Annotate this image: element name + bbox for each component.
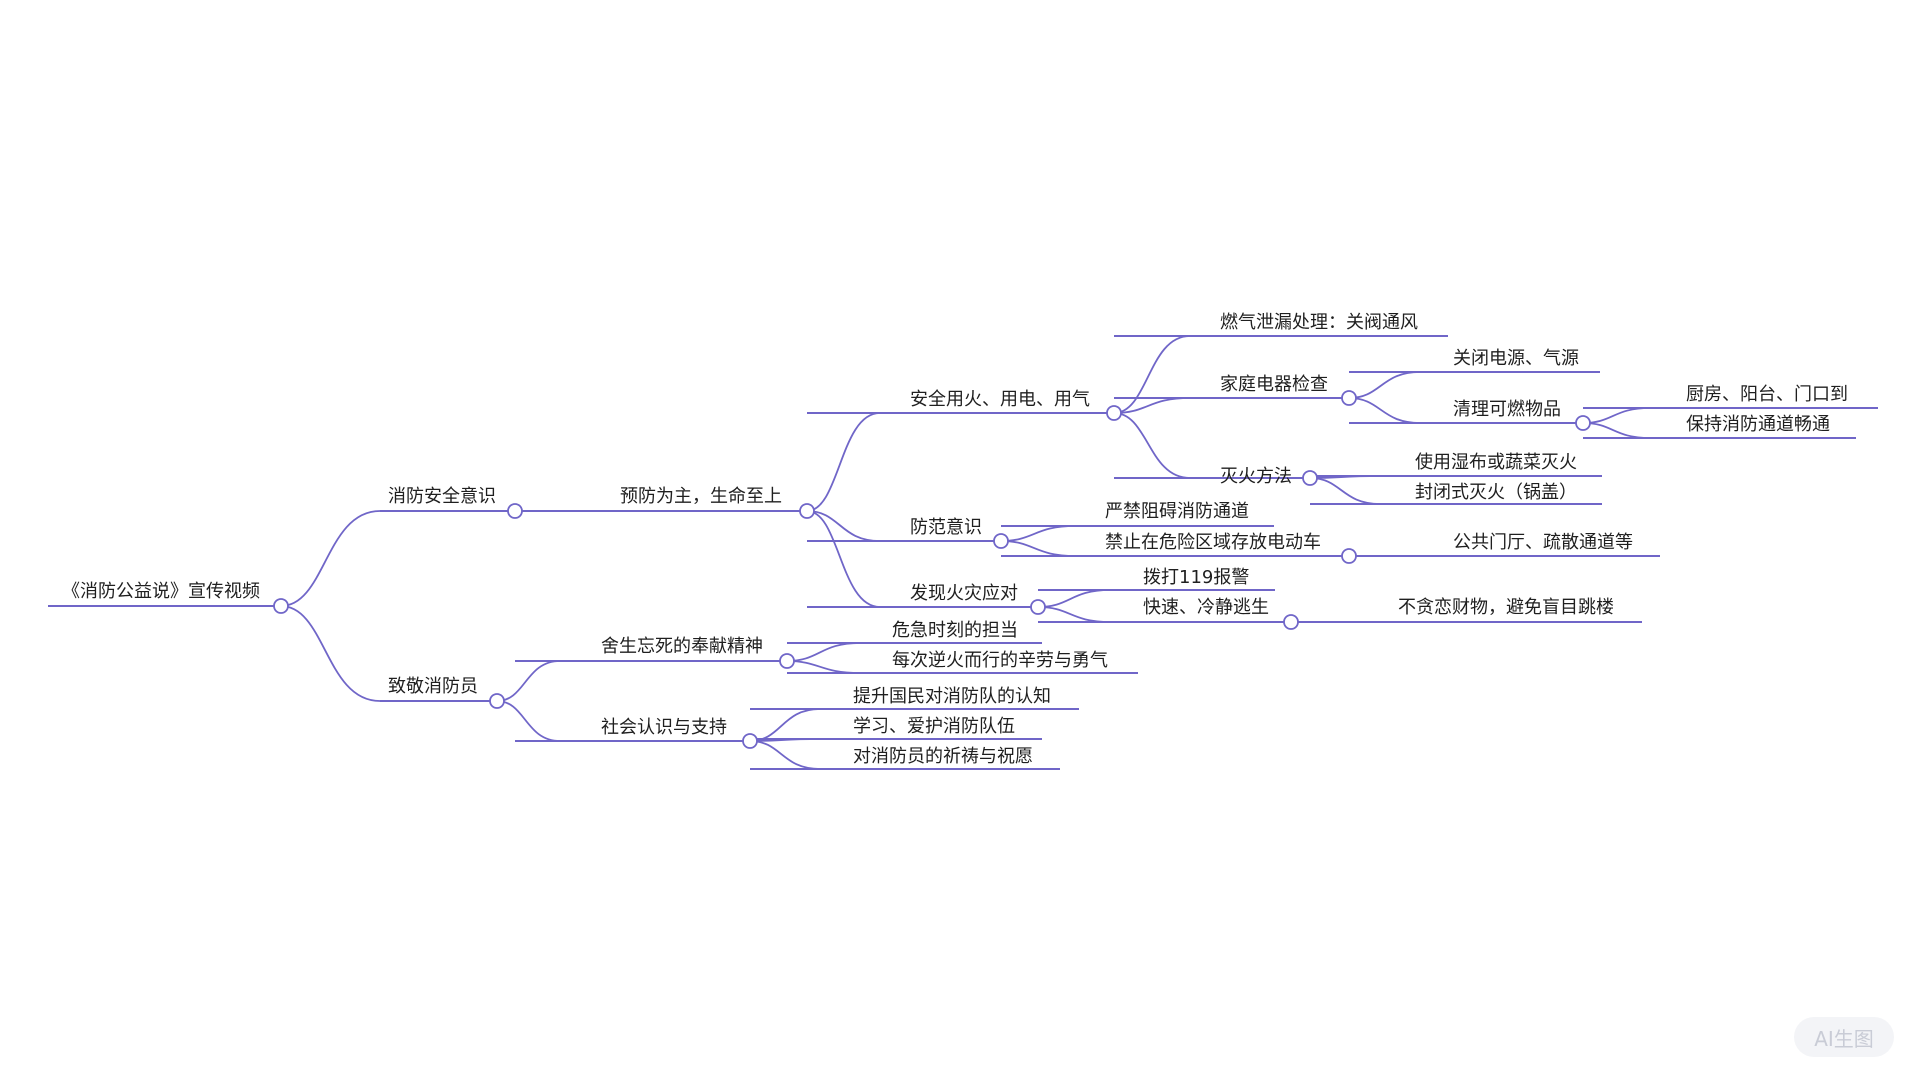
- connector-line: [1309, 477, 1381, 505]
- connector-line: [1113, 397, 1191, 414]
- connector-line: [786, 642, 861, 662]
- connector-line: [749, 708, 821, 742]
- node-no-jumping[interactable]: 不贪恋财物，避免盲目跳楼: [1398, 597, 1614, 618]
- node-learn-protect[interactable]: 学习、爱护消防队伍: [853, 716, 1015, 737]
- connector-line: [806, 510, 881, 608]
- connector-line: [1582, 407, 1651, 424]
- node-salute-firefighters[interactable]: 致敬消防员: [388, 676, 478, 697]
- node-dedication-spirit[interactable]: 舍生忘死的奉献精神: [601, 636, 763, 657]
- node-against-fire[interactable]: 每次逆火而行的辛劳与勇气: [892, 650, 1108, 671]
- collapse-toggle-circle[interactable]: [799, 503, 815, 519]
- connector-line: [1348, 397, 1421, 424]
- node-fire-safety-awareness[interactable]: 消防安全意识: [388, 486, 496, 507]
- node-wet-cloth[interactable]: 使用湿布或蔬菜灭火: [1415, 452, 1577, 473]
- node-safe-use-fire-electricity-gas[interactable]: 安全用火、用电、用气: [910, 389, 1090, 410]
- connector-line: [1037, 606, 1111, 623]
- node-public-halls[interactable]: 公共门厅、疏散通道等: [1453, 532, 1633, 553]
- collapse-toggle-circle[interactable]: [1341, 390, 1357, 406]
- connector-line: [1037, 589, 1111, 608]
- collapse-toggle-circle[interactable]: [489, 693, 505, 709]
- node-collapse-toggles: [273, 390, 1591, 749]
- connector-line: [280, 510, 381, 607]
- node-kitchen-balcony[interactable]: 厨房、阳台、门口到: [1686, 384, 1848, 405]
- node-raise-awareness[interactable]: 提升国民对消防队的认知: [853, 686, 1051, 707]
- node-quick-escape[interactable]: 快速、冷静逃生: [1143, 597, 1269, 618]
- connector-line: [1000, 525, 1076, 542]
- node-prevention-awareness[interactable]: 防范意识: [910, 517, 982, 538]
- node-keep-passage-clear[interactable]: 保持消防通道畅通: [1686, 414, 1830, 435]
- collapse-toggle-circle[interactable]: [507, 503, 523, 519]
- connector-line: [1582, 422, 1651, 439]
- node-fire-response[interactable]: 发现火灾应对: [910, 583, 1018, 604]
- node-block-passage-ban[interactable]: 严禁阻碍消防通道: [1105, 501, 1249, 522]
- node-cut-power-gas[interactable]: 关闭电源、气源: [1453, 348, 1579, 369]
- node-gas-leak[interactable]: 燃气泄漏处理：关阀通风: [1220, 312, 1418, 333]
- collapse-toggle-circle[interactable]: [1030, 599, 1046, 615]
- collapse-toggle-circle[interactable]: [1302, 470, 1318, 486]
- connector-line: [749, 740, 821, 770]
- ai-image-watermark-button[interactable]: AI生图: [1794, 1017, 1894, 1057]
- connector-line: [806, 412, 881, 512]
- collapse-toggle-circle[interactable]: [779, 653, 795, 669]
- connector-line: [496, 660, 561, 702]
- collapse-toggle-circle[interactable]: [993, 533, 1009, 549]
- connector-line: [496, 700, 561, 742]
- node-critical-moment[interactable]: 危急时刻的担当: [892, 620, 1018, 641]
- node-pot-lid[interactable]: 封闭式灭火（锅盖）: [1415, 482, 1577, 503]
- connector-line: [1000, 540, 1076, 557]
- collapse-toggle-circle[interactable]: [1341, 548, 1357, 564]
- node-appliance-check[interactable]: 家庭电器检查: [1220, 374, 1328, 395]
- node-social-support[interactable]: 社会认识与支持: [601, 717, 727, 738]
- collapse-toggle-circle[interactable]: [1575, 415, 1591, 431]
- collapse-toggle-circle[interactable]: [273, 598, 289, 614]
- connector-line: [806, 510, 881, 542]
- node-ebike-ban[interactable]: 禁止在危险区域存放电动车: [1105, 532, 1321, 553]
- node-prevention-first[interactable]: 预防为主，生命至上: [620, 486, 782, 507]
- node-underlines: [48, 335, 1878, 770]
- connector-line: [1348, 371, 1421, 399]
- collapse-toggle-circle[interactable]: [1283, 614, 1299, 630]
- connector-line: [280, 605, 381, 702]
- connector-line: [786, 660, 861, 674]
- node-extinguish-methods[interactable]: 灭火方法: [1220, 466, 1292, 487]
- collapse-toggle-circle[interactable]: [742, 733, 758, 749]
- node-root[interactable]: 《消防公益说》宣传视频: [62, 581, 260, 602]
- node-prayers[interactable]: 对消防员的祈祷与祝愿: [853, 746, 1033, 767]
- collapse-toggle-circle[interactable]: [1106, 405, 1122, 421]
- connector-line: [1113, 412, 1191, 479]
- connector-line: [1113, 335, 1191, 414]
- node-call-119[interactable]: 拨打119报警: [1143, 567, 1250, 588]
- node-clear-combustibles[interactable]: 清理可燃物品: [1453, 399, 1561, 420]
